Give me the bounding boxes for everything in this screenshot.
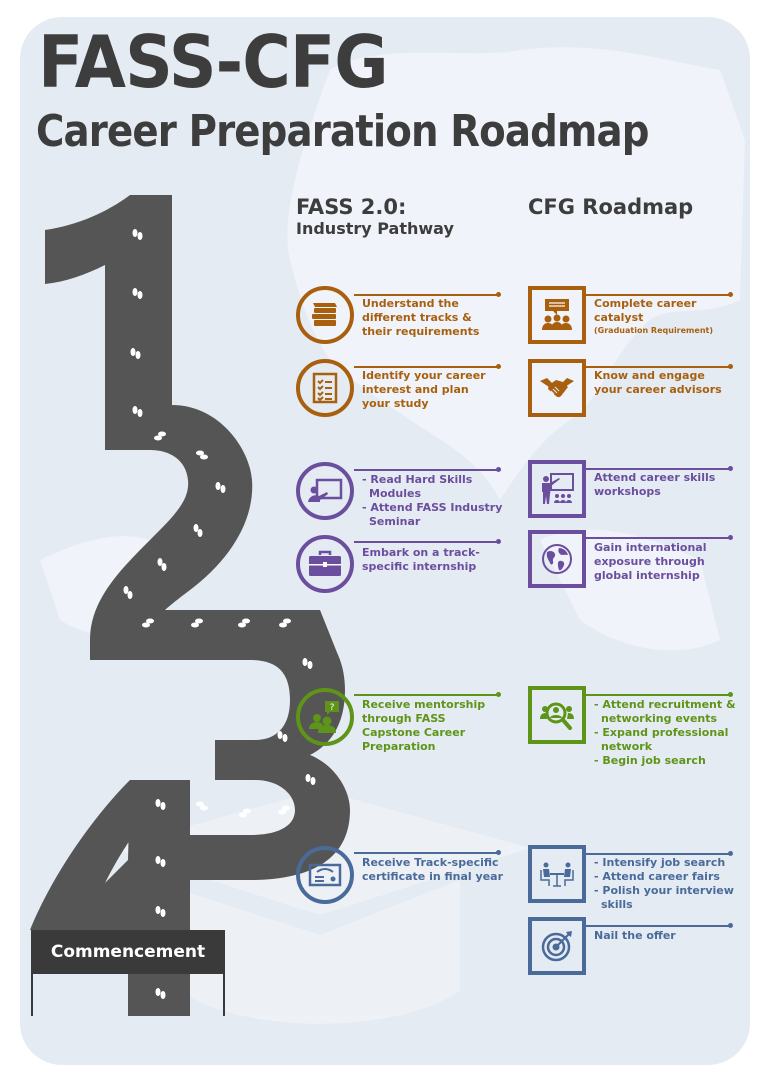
svg-text:?: ?: [330, 703, 335, 713]
group-discussion-icon: [528, 286, 586, 344]
cfg-step-7-text: Nail the offer: [594, 929, 676, 942]
books-icon: [296, 286, 354, 344]
leader-line: [354, 539, 501, 544]
leader-line: [586, 851, 733, 856]
cfg-step-4-text: Gain international exposure through glob…: [594, 541, 707, 582]
leader-line: [586, 466, 733, 471]
cfg-column-title: CFG Roadmap: [528, 195, 694, 219]
fass-step-4-text: Embark on a track- specific internship: [362, 546, 480, 573]
leader-line: [354, 467, 501, 472]
leader-line: [586, 692, 733, 697]
leader-line: [354, 292, 501, 297]
fass-step-1-text: Understand the different tracks & their …: [362, 297, 480, 338]
certificate-icon: [296, 846, 354, 904]
fass-step-3-text: - Read Hard Skills Modules - Attend FASS…: [362, 473, 503, 528]
workshop-icon: [528, 460, 586, 518]
mentorship-question-icon: ?: [296, 688, 354, 746]
checklist-icon: [296, 359, 354, 417]
cfg-step-5-text: - Attend recruitment & networking events…: [594, 698, 736, 767]
interview-icon: [528, 845, 586, 903]
handshake-icon: [528, 359, 586, 417]
fass-step-2-text: Identify your career interest and plan y…: [362, 369, 486, 410]
fass-step-5-text: Receive mentorship through FASS Capstone…: [362, 698, 486, 753]
page-subtitle: Career Preparation Roadmap: [36, 106, 649, 157]
leader-line: [586, 364, 733, 369]
target-icon: [528, 917, 586, 975]
cfg-step-3-text: Attend career skills workshops: [594, 471, 716, 498]
briefcase-icon: [296, 535, 354, 593]
leader-line: [586, 292, 733, 297]
cfg-step-2-text: Know and engage your career advisors: [594, 369, 722, 396]
banner-post-left: [31, 974, 33, 1016]
cfg-column-heading: CFG Roadmap: [528, 195, 693, 219]
leader-line: [586, 535, 733, 540]
footprints: [123, 229, 316, 999]
network-search-icon: [528, 686, 586, 744]
leader-line: [354, 364, 501, 369]
fass-column-heading: FASS 2.0: Industry Pathway: [296, 195, 454, 239]
cfg-step-6-text: - Intensify job search - Attend career f…: [594, 856, 734, 911]
leader-line: [586, 923, 733, 928]
leader-line: [354, 692, 501, 697]
cfg-step-1-text: Complete career catalyst (Graduation Req…: [594, 297, 713, 335]
fass-column-subtitle: Industry Pathway: [296, 219, 454, 238]
presentation-icon: [296, 462, 354, 520]
page-title: FASS-CFG: [38, 20, 389, 104]
banner-post-right: [223, 974, 225, 1016]
commencement-banner: Commencement: [31, 930, 225, 974]
fass-step-6-text: Receive Track-specific certificate in fi…: [362, 856, 503, 883]
leader-line: [354, 850, 501, 855]
fass-column-title: FASS 2.0:: [296, 195, 407, 219]
globe-icon: [528, 530, 586, 588]
